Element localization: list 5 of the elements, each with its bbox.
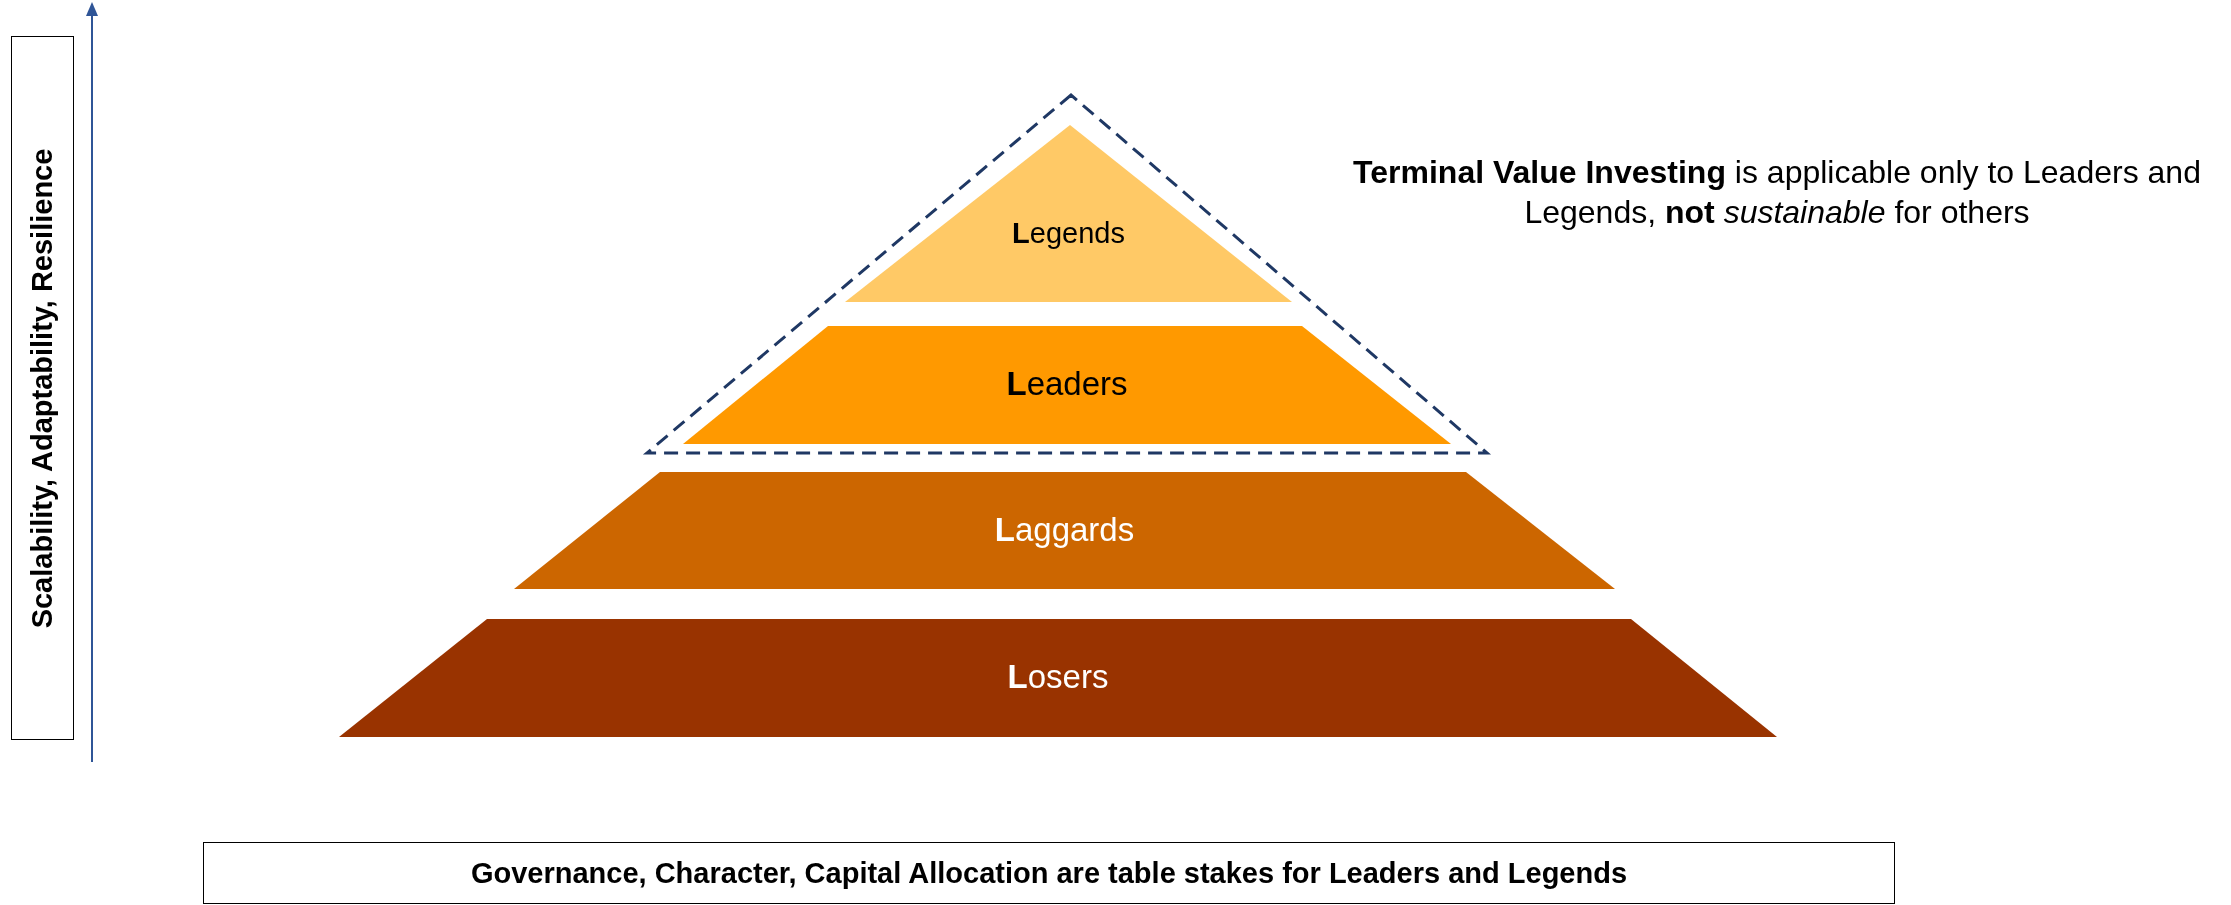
annotation-text: Terminal Value Investing is applicable only to Leaders and Legends, not sustainable for others	[1352, 153, 2202, 232]
pyramid-tier: Laggards	[514, 472, 1615, 589]
text-box: Governance, Character, Capital Allocation are table stakes for Leaders and Legends	[203, 842, 1895, 904]
text-box: Scalability, Adaptability, Resilience	[11, 36, 74, 740]
pyramid-tier: Losers	[339, 619, 1777, 737]
